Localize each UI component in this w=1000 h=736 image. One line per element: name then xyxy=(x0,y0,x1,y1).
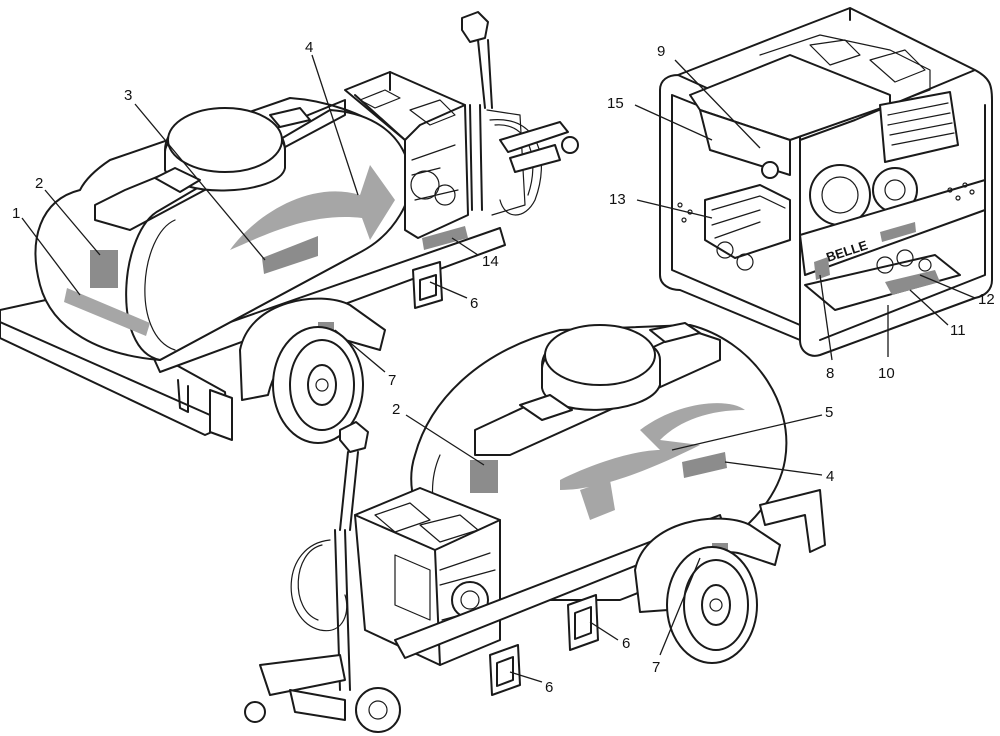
callout-6-c: 6 xyxy=(545,679,553,696)
water-tank xyxy=(34,97,412,361)
callout-15: 15 xyxy=(607,95,624,112)
decal-4-bottom xyxy=(682,452,727,478)
engine-frame-top-left xyxy=(344,71,469,239)
callout-2: 2 xyxy=(35,175,43,192)
step-6-bottom-b xyxy=(567,594,599,651)
leader-lines xyxy=(21,54,976,683)
callout-14: 14 xyxy=(482,253,499,270)
decal-12-top xyxy=(880,222,916,242)
callout-9: 9 xyxy=(657,43,665,60)
decal-2 xyxy=(90,250,118,288)
callout-6: 6 xyxy=(470,295,478,312)
callout-6-b: 6 xyxy=(622,635,630,652)
callout-1: 1 xyxy=(12,205,20,222)
engine-closeup-top-right: BELLE xyxy=(659,7,993,357)
callout-10: 10 xyxy=(878,365,895,382)
callout-5: 5 xyxy=(825,404,833,421)
callout-13: 13 xyxy=(609,191,626,208)
arrow-decal-4 xyxy=(230,165,395,250)
drawbar-top-left xyxy=(499,121,579,173)
hose-reel-bottom xyxy=(290,421,369,691)
wheel-bottom xyxy=(634,517,781,664)
callout-7: 7 xyxy=(388,372,396,389)
callout-numbers: 1 2 3 4 14 6 7 9 15 13 12 11 10 8 2 5 4 … xyxy=(12,39,995,696)
decal-3 xyxy=(262,236,318,274)
decals-bottom xyxy=(470,403,745,520)
step-6-bottom-a xyxy=(489,644,521,696)
callout-3: 3 xyxy=(124,87,132,104)
wheel-top-left xyxy=(239,297,386,444)
callout-2-b: 2 xyxy=(392,401,400,418)
decal-8 xyxy=(814,257,830,280)
decal-1 xyxy=(64,288,150,336)
callout-8: 8 xyxy=(826,365,834,382)
trailer-top-left xyxy=(0,11,579,444)
decal-14 xyxy=(422,226,468,250)
arrow-decal-5 xyxy=(560,403,745,520)
hose-reel-top-left xyxy=(461,11,542,216)
callout-7-b: 7 xyxy=(652,659,660,676)
decal-11 xyxy=(885,270,940,295)
decals-top-left xyxy=(64,165,468,336)
callout-4: 4 xyxy=(305,39,313,56)
callout-11: 11 xyxy=(950,322,966,339)
callout-4-b: 4 xyxy=(826,468,834,485)
decal-2-bottom xyxy=(470,460,498,493)
trailer-bottom xyxy=(244,322,826,733)
callout-12: 12 xyxy=(978,291,995,308)
